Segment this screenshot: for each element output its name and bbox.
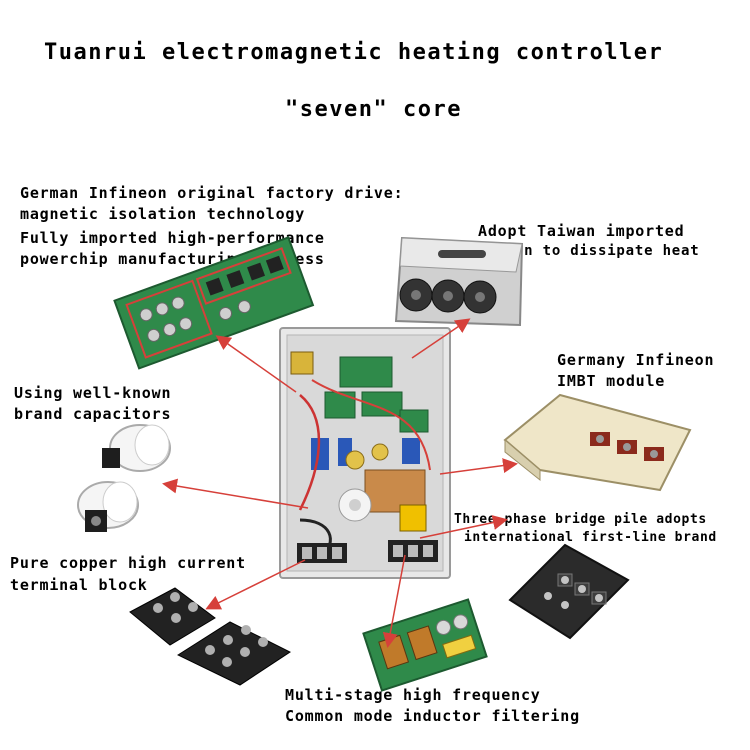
caption-fan-line2: DC fan to dissipate heat [478,243,700,259]
caption-drive-line3: Fully imported high-performance [20,229,325,247]
arrow-to-capacitors [162,478,309,509]
bridge-rectifier-image [508,543,630,640]
inductor-filter-board-image [362,598,488,692]
caption-bridge-line2: international first-line brand [464,530,717,545]
arrow-to-driver-pcb [215,335,297,393]
controller-enclosure [279,327,451,579]
caption-capacitor-line2: brand capacitors [14,405,172,423]
caption-inductor-line1: Multi-stage high frequency [285,686,541,704]
driver-pcb-image [113,236,315,370]
caption-drive-line1: German Infineon original factory drive: [20,184,404,202]
arrow-to-igbt [439,458,518,475]
page-subtitle: "seven" core [285,97,462,122]
caption-capacitor-line1: Using well-known [14,384,172,402]
igbt-module-image [503,393,692,492]
caption-igbt-line1: Germany Infineon [557,351,715,369]
arrow-to-fan [411,318,471,359]
caption-inductor-line2: Common mode inductor filtering [285,707,580,725]
caption-fan-line1: Adopt Taiwan imported [478,222,685,240]
dc-fan-image [394,236,524,327]
caption-drive-line2: magnetic isolation technology [20,205,306,223]
arrow-to-inductor-board [382,554,406,648]
page-title: Tuanrui electromagnetic heating controll… [44,40,664,65]
caption-bridge-line1: Three-phase bridge pile adopts [454,512,707,527]
arrow-to-terminal-block [205,559,306,610]
caption-igbt-line2: IMBT module [557,372,666,390]
caption-terminal-line2: terminal block [10,576,148,594]
caption-terminal-line1: Pure copper high current [10,554,246,572]
terminal-block-image [129,587,291,686]
arrow-to-bridge [419,515,508,539]
capacitors-image [77,424,171,532]
